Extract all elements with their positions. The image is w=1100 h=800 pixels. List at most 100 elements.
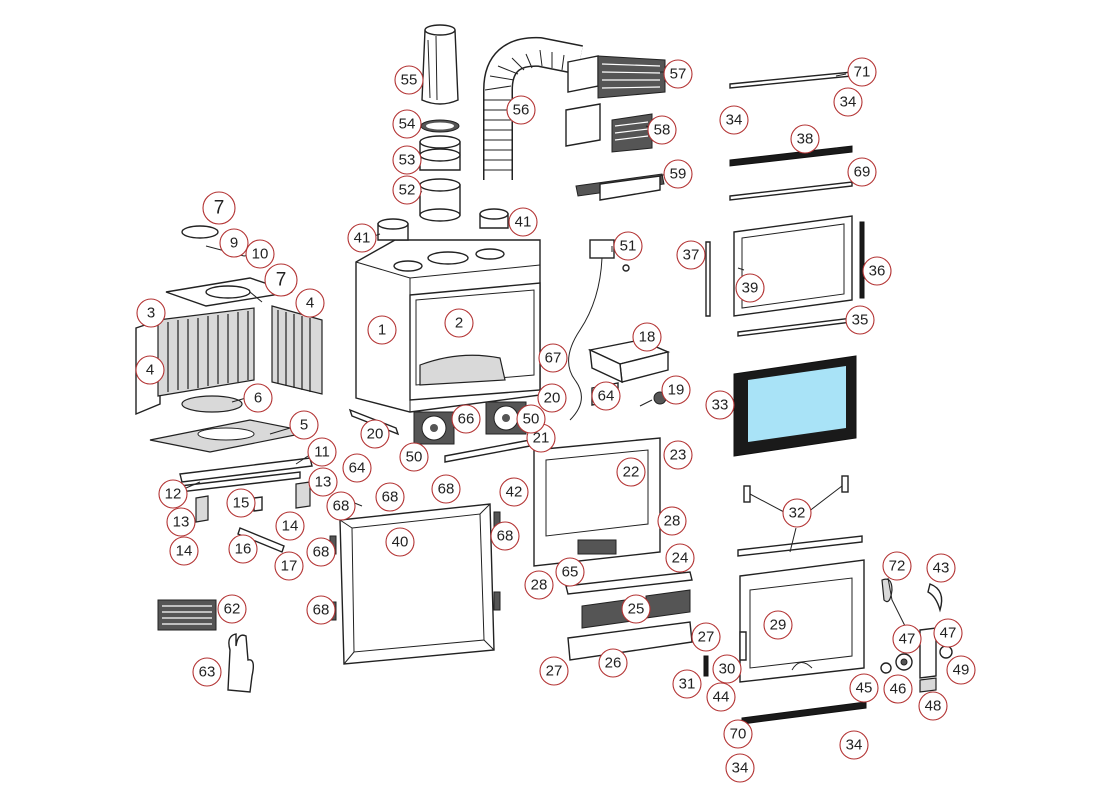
latch-hook: [927, 583, 943, 613]
callout-54: 54: [392, 109, 422, 139]
bottom-rail: [737, 317, 853, 337]
callout-72: 72: [882, 551, 912, 581]
callout-number: 7: [214, 198, 225, 219]
callout-63: 63: [192, 657, 222, 687]
callout-number: 33: [712, 397, 729, 414]
callout-circle: [663, 59, 693, 89]
callout-number: 42: [506, 484, 523, 501]
callout-circle: [691, 622, 721, 652]
spindle: [703, 655, 709, 677]
grate-ring: [181, 395, 243, 413]
callout-37: 37: [676, 240, 706, 270]
callout-circle: [431, 474, 461, 504]
callout-circle: [228, 534, 258, 564]
callout-circle: [839, 730, 869, 760]
callout-number: 54: [399, 116, 416, 133]
callout-number: 66: [458, 411, 475, 428]
callout-39: 39: [735, 273, 765, 303]
callout-number: 43: [933, 560, 950, 577]
callout-circle: [392, 145, 422, 175]
callout-number: 7: [276, 270, 287, 291]
callout-50: 50: [516, 404, 546, 434]
callout-68: 68: [490, 521, 520, 551]
callout-number: 25: [628, 601, 645, 618]
callout-65: 65: [555, 557, 585, 587]
callout-circle: [862, 256, 892, 286]
callout-number: 24: [672, 550, 689, 567]
callout-number: 50: [406, 449, 423, 466]
callout-number: 22: [623, 464, 640, 481]
callout-circle: [499, 477, 529, 507]
callout-circle: [735, 273, 765, 303]
callout-circle: [847, 57, 877, 87]
callout-circle: [392, 109, 422, 139]
callout-circle: [451, 404, 481, 434]
callout-circle: [538, 343, 568, 373]
callout-circle: [657, 506, 687, 536]
callout-33: 33: [705, 390, 735, 420]
callout-circle: [555, 557, 585, 587]
callout-circle: [226, 488, 256, 518]
callout-number: 27: [546, 663, 563, 680]
callout-circle: [306, 537, 336, 567]
callout-27: 27: [539, 656, 569, 686]
callout-circle: [763, 610, 793, 640]
callout-40: 40: [385, 527, 415, 557]
callout-number: 71: [854, 64, 871, 81]
callout-45: 45: [849, 673, 879, 703]
callout-circle: [399, 442, 429, 472]
callout-27: 27: [691, 622, 721, 652]
callout-circle: [326, 491, 356, 521]
front-frame: [339, 503, 495, 665]
callout-number: 65: [562, 564, 579, 581]
firebox-body: [355, 239, 541, 413]
callout-circle: [621, 594, 651, 624]
bracket-left: [195, 495, 209, 523]
callout-25: 25: [621, 594, 651, 624]
side-gasket-left: [705, 241, 711, 317]
callout-circle: [135, 355, 165, 385]
flue-spigot-right: [479, 208, 509, 229]
callout-24: 24: [665, 543, 695, 573]
callout-28: 28: [524, 570, 554, 600]
callout-56: 56: [506, 95, 536, 125]
callout-number: 28: [531, 577, 548, 594]
lintel-bar: [565, 571, 693, 595]
callout-20: 20: [360, 419, 390, 449]
callout-number: 48: [925, 698, 942, 715]
callout-circle: [508, 207, 538, 237]
flue-collar: [419, 135, 461, 171]
callout-circle: [663, 440, 693, 470]
callout-68: 68: [326, 491, 356, 521]
callout-circle: [591, 381, 621, 411]
front-rail: [179, 457, 313, 483]
callout-number: 14: [176, 543, 193, 560]
callout-13: 13: [308, 467, 338, 497]
callout-31: 31: [672, 669, 702, 699]
callout-number: 69: [854, 164, 871, 181]
callout-number: 57: [670, 66, 687, 83]
callout-circle: [158, 479, 188, 509]
blower-fan-left: [413, 411, 455, 445]
callout-number: 35: [852, 312, 869, 329]
callout-number: 38: [797, 131, 814, 148]
vent-grille: [157, 599, 217, 631]
callout-number: 55: [401, 72, 418, 89]
flue-spigot-left: [377, 218, 409, 241]
callout-number: 5: [300, 417, 308, 434]
callout-55: 55: [394, 65, 424, 95]
callout-number: 59: [670, 166, 687, 183]
callout-number: 39: [742, 280, 759, 297]
callout-34: 34: [725, 753, 755, 783]
callout-circle: [192, 657, 222, 687]
callout-number: 2: [455, 315, 463, 332]
callout-41: 41: [347, 223, 377, 253]
callout-circle: [926, 553, 956, 583]
callout-35: 35: [845, 305, 875, 335]
callout-number: 45: [856, 680, 873, 697]
callout-number: 68: [313, 544, 330, 561]
callout-circle: [790, 124, 820, 154]
door-bottom-rail: [741, 701, 867, 725]
callout-circle: [833, 87, 863, 117]
